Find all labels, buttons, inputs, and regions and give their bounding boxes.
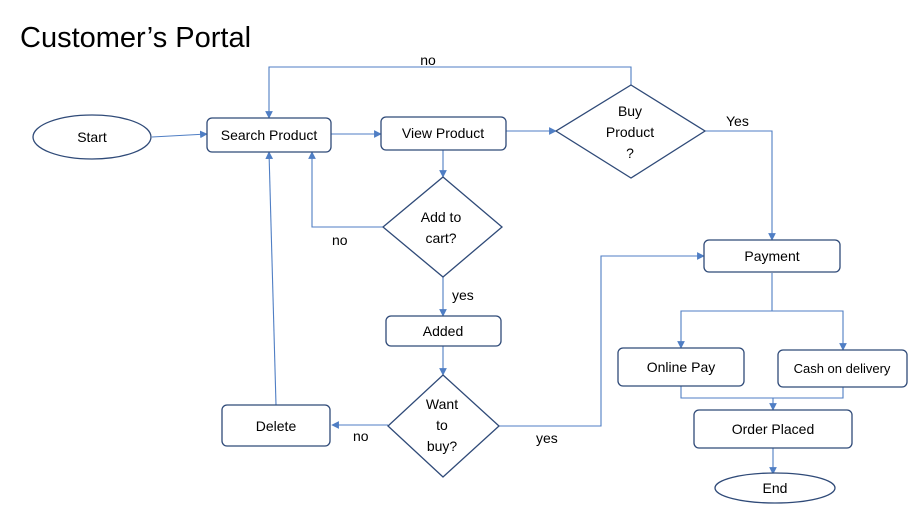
online-pay-label: Online Pay xyxy=(647,359,715,375)
edge-payment-cash xyxy=(772,310,847,351)
add-to-cart-label-line1: Add to xyxy=(421,209,462,225)
buy-product-label-line3: ? xyxy=(626,145,634,161)
start-node: Start xyxy=(32,114,152,160)
page-title: Customer’s Portal xyxy=(20,22,251,54)
want-to-buy-decision: Want to buy? xyxy=(387,374,500,478)
payment-label: Payment xyxy=(744,248,799,264)
edge-online-order xyxy=(680,386,777,411)
edge-label-want-yes: yes xyxy=(536,430,558,446)
search-product-node: Search Product xyxy=(206,117,332,153)
add-to-cart-decision: Add to cart? xyxy=(381,176,504,278)
start-label: Start xyxy=(77,129,107,145)
payment-node: Payment xyxy=(703,239,841,273)
edge-label-want-no: no xyxy=(353,428,369,444)
buy-product-decision: Buy Product ? xyxy=(554,84,707,179)
edge-label-cart-no: no xyxy=(332,232,348,248)
search-product-label: Search Product xyxy=(221,127,318,143)
buy-product-label-line2: Product xyxy=(606,124,654,140)
order-placed-label: Order Placed xyxy=(732,421,814,437)
edge-start-search xyxy=(151,130,208,139)
cash-on-delivery-label: Cash on delivery xyxy=(794,361,891,376)
want-to-buy-label-line3: buy? xyxy=(427,438,458,454)
cash-on-delivery-node: Cash on delivery xyxy=(777,349,908,388)
online-pay-node: Online Pay xyxy=(617,347,745,387)
edge-cart-no-search xyxy=(308,151,383,228)
edge-cash-order xyxy=(773,387,844,399)
edge-buy-no-search xyxy=(265,66,632,119)
edge-want-yes-payment xyxy=(499,252,705,427)
order-placed-node: Order Placed xyxy=(693,409,853,449)
delete-node: Delete xyxy=(221,404,331,447)
edge-delete-search xyxy=(265,151,277,406)
added-node: Added xyxy=(385,315,502,347)
delete-label: Delete xyxy=(256,418,297,434)
added-label: Added xyxy=(423,323,463,339)
edge-label-buy-yes: Yes xyxy=(726,113,749,129)
edge-buy-yes-payment xyxy=(705,130,776,241)
edge-label-cart-yes: yes xyxy=(452,287,474,303)
edge-payment-online xyxy=(677,310,772,349)
end-label: End xyxy=(763,480,788,496)
add-to-cart-label-line2: cart? xyxy=(425,230,456,246)
want-to-buy-label-line1: Want xyxy=(426,396,458,412)
end-node: End xyxy=(714,472,836,504)
connectors xyxy=(151,66,847,475)
buy-product-label-line1: Buy xyxy=(618,103,642,119)
view-product-node: View Product xyxy=(380,116,507,151)
want-to-buy-label-line2: to xyxy=(436,417,448,433)
edge-label-buy-no: no xyxy=(420,52,436,68)
view-product-label: View Product xyxy=(402,125,484,141)
